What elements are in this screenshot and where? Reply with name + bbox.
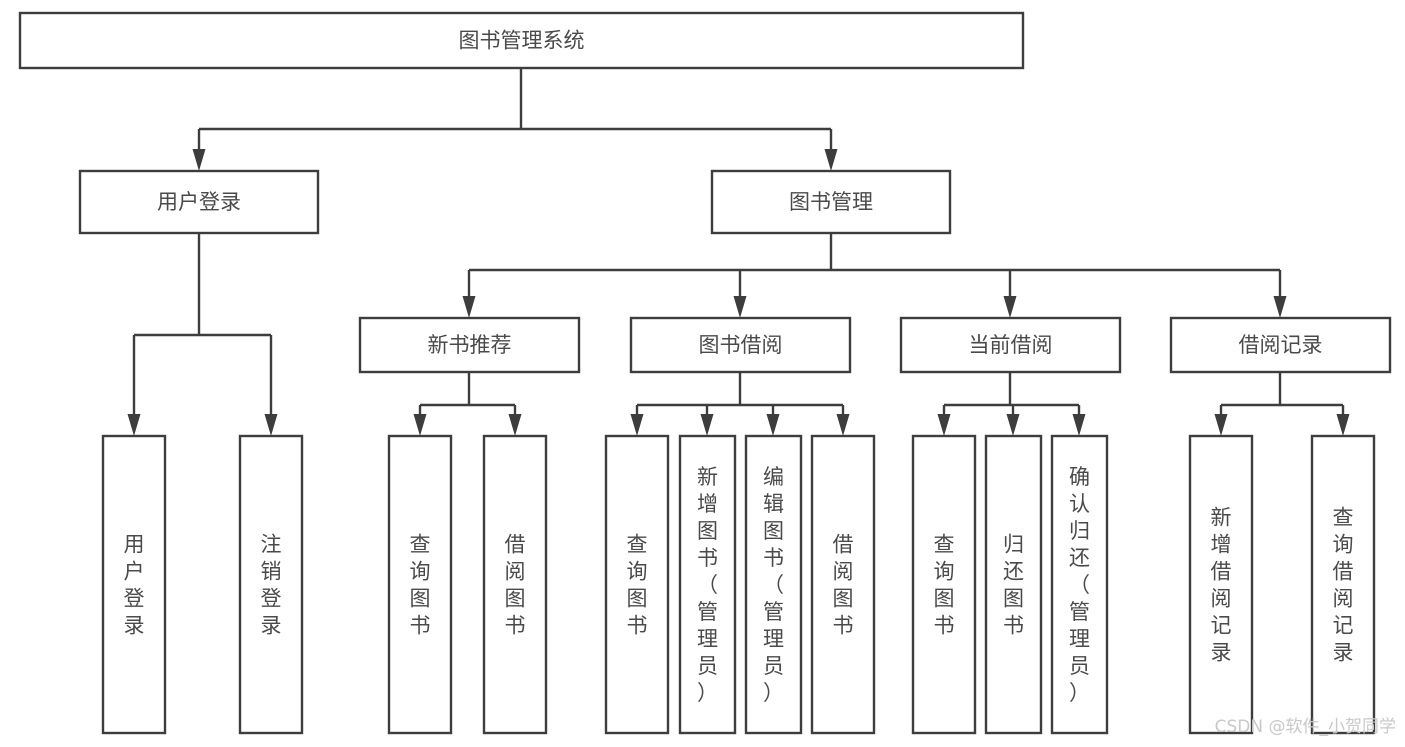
node-label: 确认归还（管理员） [1069, 465, 1090, 705]
connector-book-manage-bus [462, 233, 1287, 318]
connector-borrow-record-bus [1214, 372, 1350, 436]
node-label: 新增图书（管理员） [697, 465, 718, 705]
arrow-head-icon [264, 414, 278, 436]
connector-current-borrow-bus [937, 372, 1086, 436]
node-leaf-query-record[interactable]: 查询借阅记录 [1310, 434, 1376, 735]
node-leaf-add-book[interactable]: 新增图书（管理员） [678, 434, 737, 735]
node-label: 查询图书 [410, 533, 431, 638]
node-book-borrow[interactable]: 图书借阅 [629, 316, 852, 374]
node-leaf-query-book-3[interactable]: 查询图书 [911, 434, 977, 735]
connectors-layer [127, 68, 1350, 436]
arrow-head-icon [508, 414, 522, 436]
node-label: 借阅记录 [1239, 333, 1323, 357]
node-borrow-record[interactable]: 借阅记录 [1169, 316, 1392, 374]
node-label: 新增借阅记录 [1211, 506, 1232, 665]
node-label: 图书管理系统 [459, 29, 585, 53]
arrow-head-icon [413, 414, 427, 436]
arrow-head-icon [630, 414, 644, 436]
arrow-head-icon [1336, 414, 1350, 436]
arrow-head-icon [766, 414, 780, 436]
arrow-head-icon [192, 149, 206, 171]
arrow-head-icon [836, 414, 850, 436]
arrow-head-icon [733, 296, 747, 318]
node-leaf-borrow-book-2[interactable]: 借阅图书 [810, 434, 876, 735]
node-label: 归还图书 [1003, 533, 1024, 638]
node-leaf-user-logout[interactable]: 注销登录 [238, 434, 304, 735]
node-root-system[interactable]: 图书管理系统 [18, 11, 1025, 70]
node-user-login[interactable]: 用户登录 [78, 169, 320, 235]
node-label: 用户登录 [157, 190, 241, 214]
node-leaf-query-book-2[interactable]: 查询图书 [604, 434, 670, 735]
arrow-head-icon [462, 296, 476, 318]
arrow-head-icon [127, 414, 141, 436]
csdn-watermark: CSDN @软件_小贺同学 [1215, 717, 1396, 737]
connector-root-bus [192, 68, 838, 171]
watermark-layer: CSDN @软件_小贺同学 [1215, 717, 1396, 737]
arrow-head-icon [1214, 414, 1228, 436]
node-leaf-edit-book[interactable]: 编辑图书（管理员） [744, 434, 803, 735]
node-leaf-borrow-book-1[interactable]: 借阅图书 [482, 434, 548, 735]
node-label: 新书推荐 [428, 333, 512, 357]
node-label: 图书借阅 [699, 333, 783, 357]
connector-new-book-rec-bus [413, 372, 522, 436]
node-label: 查询借阅记录 [1333, 506, 1354, 665]
node-label: 编辑图书（管理员） [763, 465, 784, 705]
arrow-head-icon [1072, 414, 1086, 436]
arrow-head-icon [700, 414, 714, 436]
node-label: 用户登录 [124, 533, 145, 638]
node-label: 查询图书 [934, 533, 955, 638]
node-label: 注销登录 [261, 533, 282, 638]
node-current-borrow[interactable]: 当前借阅 [899, 316, 1122, 374]
node-label: 借阅图书 [505, 533, 526, 638]
node-leaf-add-record[interactable]: 新增借阅记录 [1188, 434, 1254, 735]
node-label: 图书管理 [789, 190, 873, 214]
node-leaf-query-book-1[interactable]: 查询图书 [387, 434, 453, 735]
connector-book-borrow-bus [630, 372, 850, 436]
arrow-head-icon [824, 149, 838, 171]
node-leaf-confirm-return[interactable]: 确认归还（管理员） [1050, 434, 1109, 735]
node-new-book-rec[interactable]: 新书推荐 [358, 316, 581, 374]
arrow-head-icon [1006, 414, 1020, 436]
node-leaf-return-book[interactable]: 归还图书 [984, 434, 1043, 735]
node-book-manage[interactable]: 图书管理 [710, 169, 952, 235]
connector-user-login-bus [127, 233, 278, 436]
arrow-head-icon [937, 414, 951, 436]
node-label: 查询图书 [627, 533, 648, 638]
node-boxes-layer: 图书管理系统用户登录图书管理新书推荐图书借阅当前借阅借阅记录用户登录注销登录查询… [18, 11, 1392, 735]
arrow-head-icon [1273, 296, 1287, 318]
node-label: 当前借阅 [969, 333, 1053, 357]
arrow-head-icon [1003, 296, 1017, 318]
node-leaf-user-login[interactable]: 用户登录 [101, 434, 167, 735]
node-label: 借阅图书 [833, 533, 854, 638]
